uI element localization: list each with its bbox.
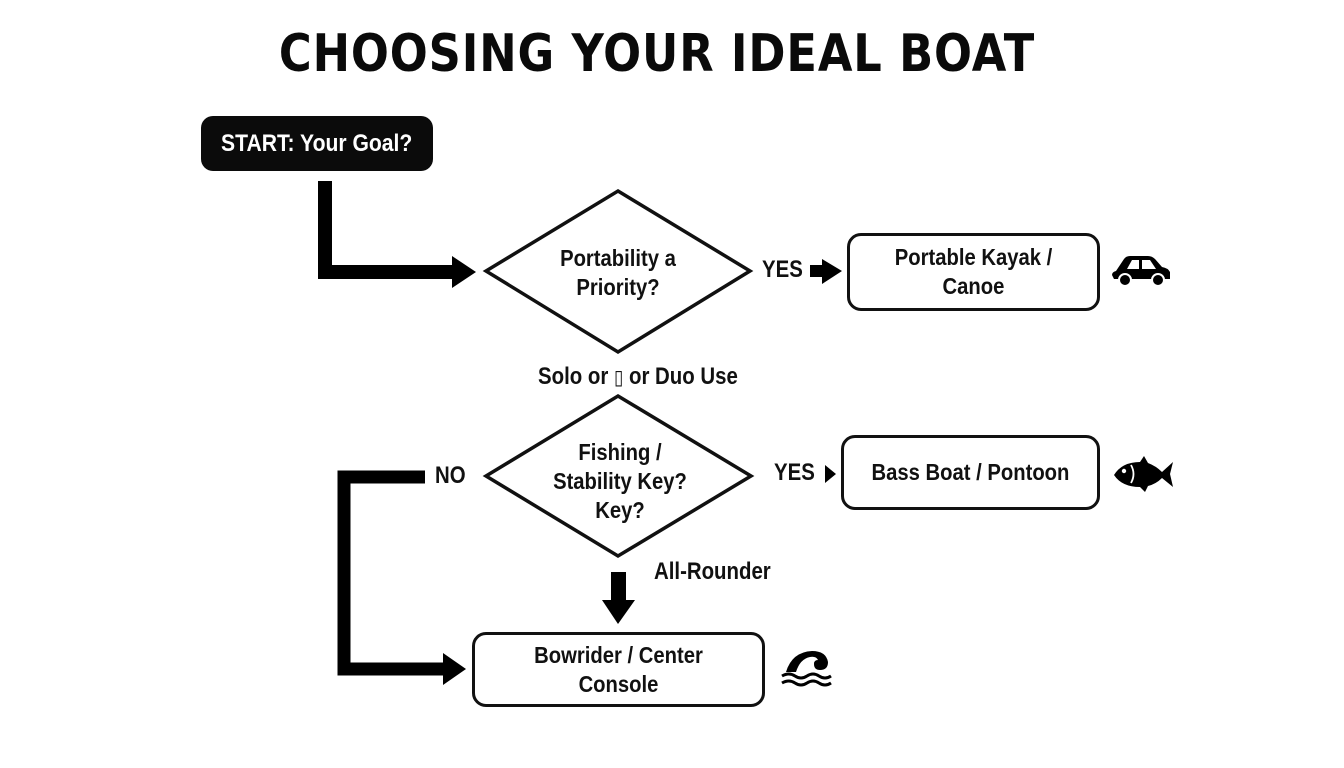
- decision-fishing-text: Fishing / Stability Key? Key?: [532, 438, 708, 525]
- bottle-glyph-icon: ▯: [613, 367, 624, 389]
- edge-label-solo: Solo or: [538, 363, 609, 390]
- result-node-bowrider: Bowrider / Center Console: [472, 632, 765, 707]
- decision-fishing-line1: Fishing /: [578, 439, 662, 465]
- connector-fishing-down: [602, 572, 635, 624]
- edge-label-duo: or Duo Use: [628, 363, 738, 390]
- start-node: START: Your Goal?: [201, 116, 433, 171]
- connector-fishing-yes: [825, 465, 836, 483]
- car-icon: [1112, 256, 1170, 287]
- result-bass-line1: Bass Boat / Pontoon: [871, 459, 1070, 485]
- edge-label-fishing-yes: YES: [774, 459, 815, 486]
- result-node-bass-boat: Bass Boat / Pontoon: [841, 435, 1100, 510]
- decision-portability-line1: Portability a: [560, 245, 676, 271]
- decision-portability-text: Portability a Priority?: [539, 244, 697, 302]
- connector-start-to-portability: [318, 181, 476, 288]
- decision-portability-line2: Priority?: [576, 274, 660, 300]
- edge-label-fishing-no: NO: [435, 462, 466, 489]
- result-node-kayak: Portable Kayak / Canoe: [847, 233, 1100, 311]
- wave-icon: [781, 651, 832, 687]
- edge-label-portability-no: Solo or ▯ or Duo Use: [538, 363, 738, 391]
- connector-portability-yes: [810, 259, 842, 284]
- diagram-title: CHOOSING YOUR IDEAL BOAT: [278, 24, 1036, 84]
- result-kayak-line1: Portable Kayak /: [894, 244, 1053, 270]
- decision-fishing-line2: Stability Key?: [553, 468, 687, 494]
- result-bowrider-line1: Bowrider / Center Console: [534, 641, 703, 697]
- decision-diamond-portability: [482, 188, 754, 355]
- edge-label-portability-yes: YES: [762, 256, 803, 283]
- edge-label-all-rounder: All-Rounder: [654, 558, 771, 585]
- decision-diamond-fishing: [482, 393, 755, 559]
- fish-icon: [1114, 456, 1173, 492]
- result-kayak-line2: Canoe: [942, 273, 1005, 299]
- start-label: START: Your Goal?: [221, 129, 413, 157]
- decision-fishing-line3: Key?: [595, 497, 645, 523]
- connector-fishing-no: [337, 470, 466, 685]
